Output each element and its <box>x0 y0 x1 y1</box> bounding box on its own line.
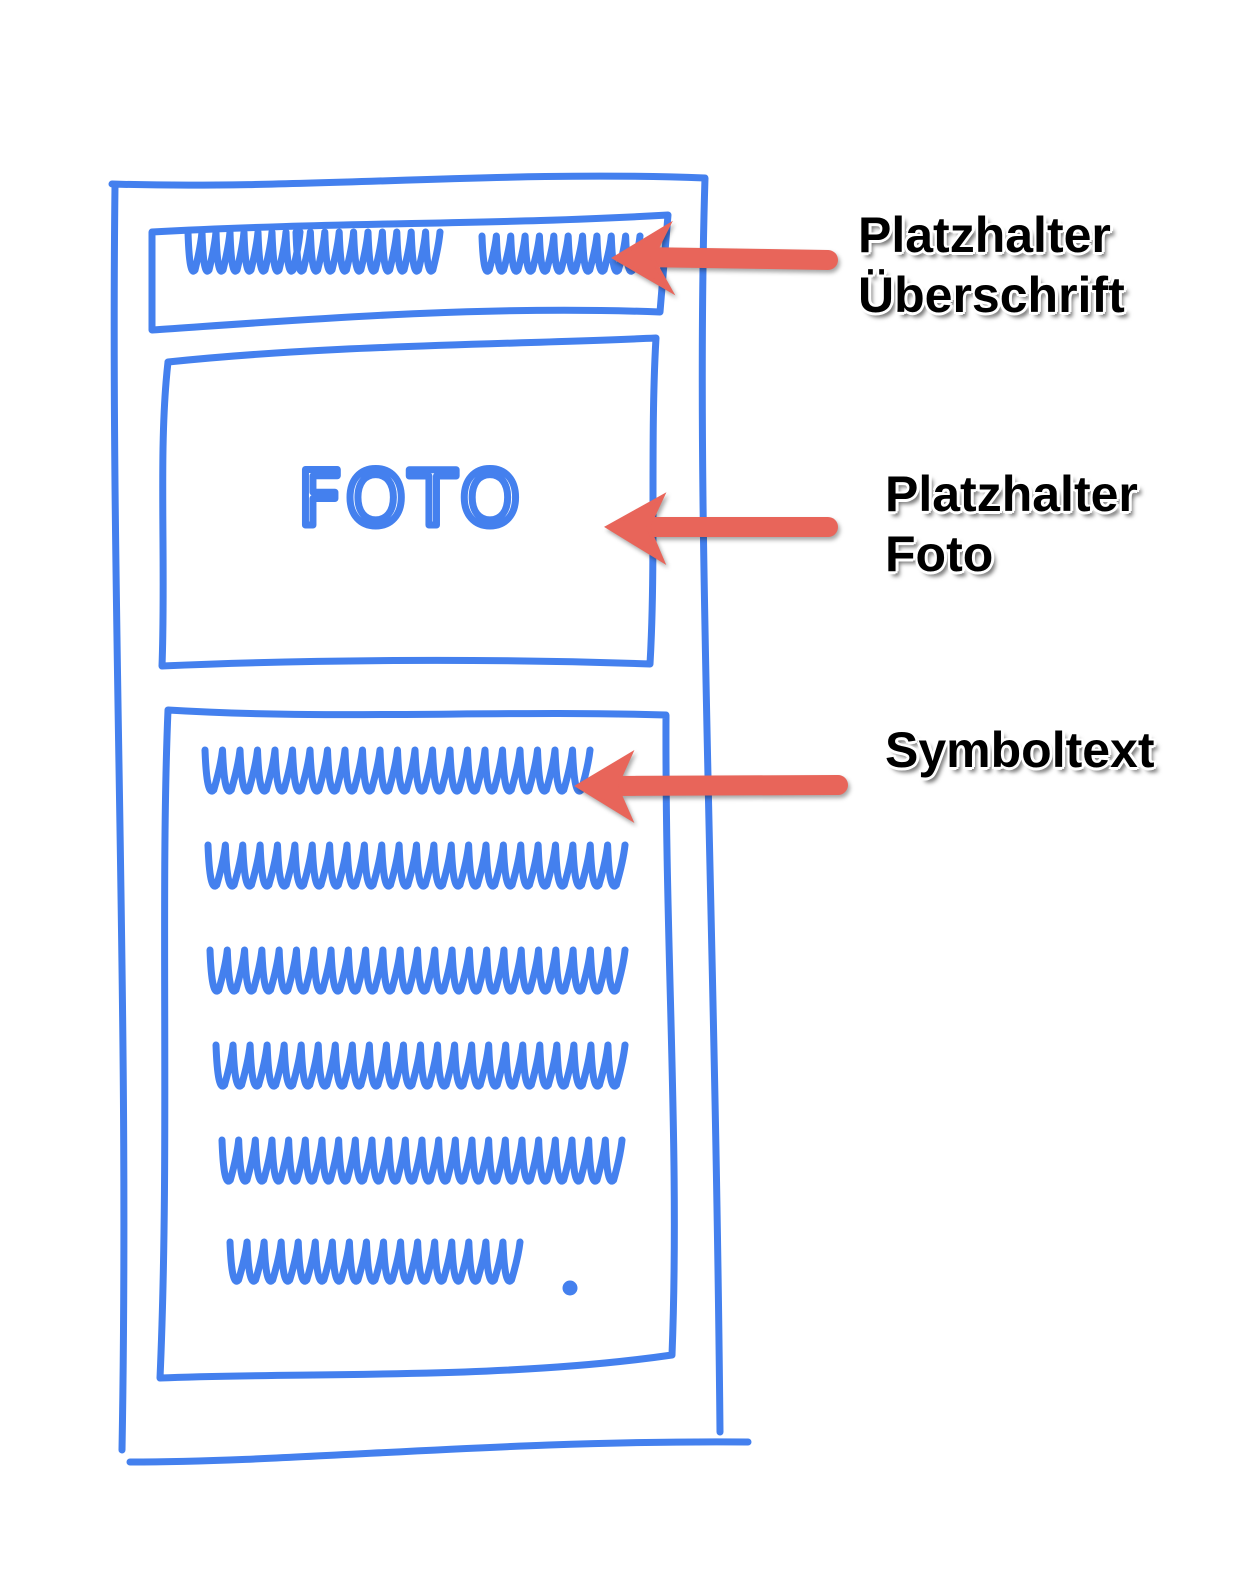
annotation-heading-line1: Platzhalter <box>858 207 1111 263</box>
photo-box <box>158 334 660 670</box>
text-squiggle-line <box>212 1041 629 1090</box>
arrow-photo <box>604 492 838 565</box>
photo-placeholder-text: FOTO <box>298 454 524 543</box>
annotation-heading-line2: Überschrift <box>858 267 1125 323</box>
text-squiggle-line <box>206 946 629 995</box>
annotation-text: Symboltext <box>885 720 1155 780</box>
annotation-text-line1: Symboltext <box>885 722 1155 778</box>
period-dot <box>562 1280 578 1296</box>
text-squiggle-line <box>226 1238 524 1285</box>
heading-squiggle <box>292 228 444 275</box>
text-squiggle-line <box>204 841 629 890</box>
outer-frame <box>108 172 752 1466</box>
annotation-heading: Platzhalter Überschrift <box>858 205 1125 325</box>
heading-squiggle <box>478 232 644 275</box>
text-squiggle-line <box>218 1136 626 1185</box>
annotation-photo-line2: Foto <box>885 526 994 582</box>
text-box <box>156 706 678 1382</box>
heading-squiggle <box>184 228 304 275</box>
text-squiggle-line <box>201 746 594 795</box>
heading-box <box>148 211 672 334</box>
annotation-photo: Platzhalter Foto <box>885 464 1138 584</box>
arrow-text <box>574 750 848 824</box>
arrow-heading <box>611 220 838 296</box>
annotation-photo-line1: Platzhalter <box>885 466 1138 522</box>
